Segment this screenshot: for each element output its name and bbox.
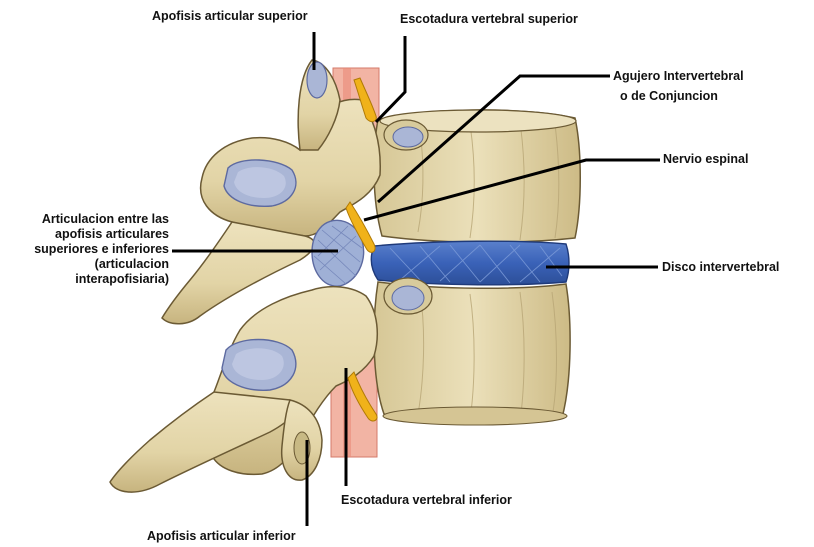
leader-superior-vertebral-notch — [376, 36, 405, 122]
label-facet-joint-line1: Articulacion entre las — [42, 212, 169, 227]
label-superior-articular-process: Apofisis articular superior — [152, 9, 308, 24]
label-foramen-line1: Agujero Intervertebral — [613, 69, 744, 84]
label-intervertebral-disc: Disco intervertebral — [662, 260, 779, 275]
label-facet-joint-line5: interapofisiaria) — [75, 272, 169, 287]
label-foramen-line2: o de Conjuncion — [620, 89, 718, 104]
label-facet-joint-line2: apofisis articulares — [55, 227, 169, 242]
label-spinal-nerve: Nervio espinal — [663, 152, 748, 167]
label-inferior-vertebral-notch: Escotadura vertebral inferior — [341, 493, 512, 508]
label-facet-joint-line4: (articulacion — [95, 257, 169, 272]
label-inferior-articular-process: Apofisis articular inferior — [147, 529, 296, 544]
label-superior-vertebral-notch: Escotadura vertebral superior — [400, 12, 578, 27]
label-facet-joint-line3: superiores e inferiores — [34, 242, 169, 257]
